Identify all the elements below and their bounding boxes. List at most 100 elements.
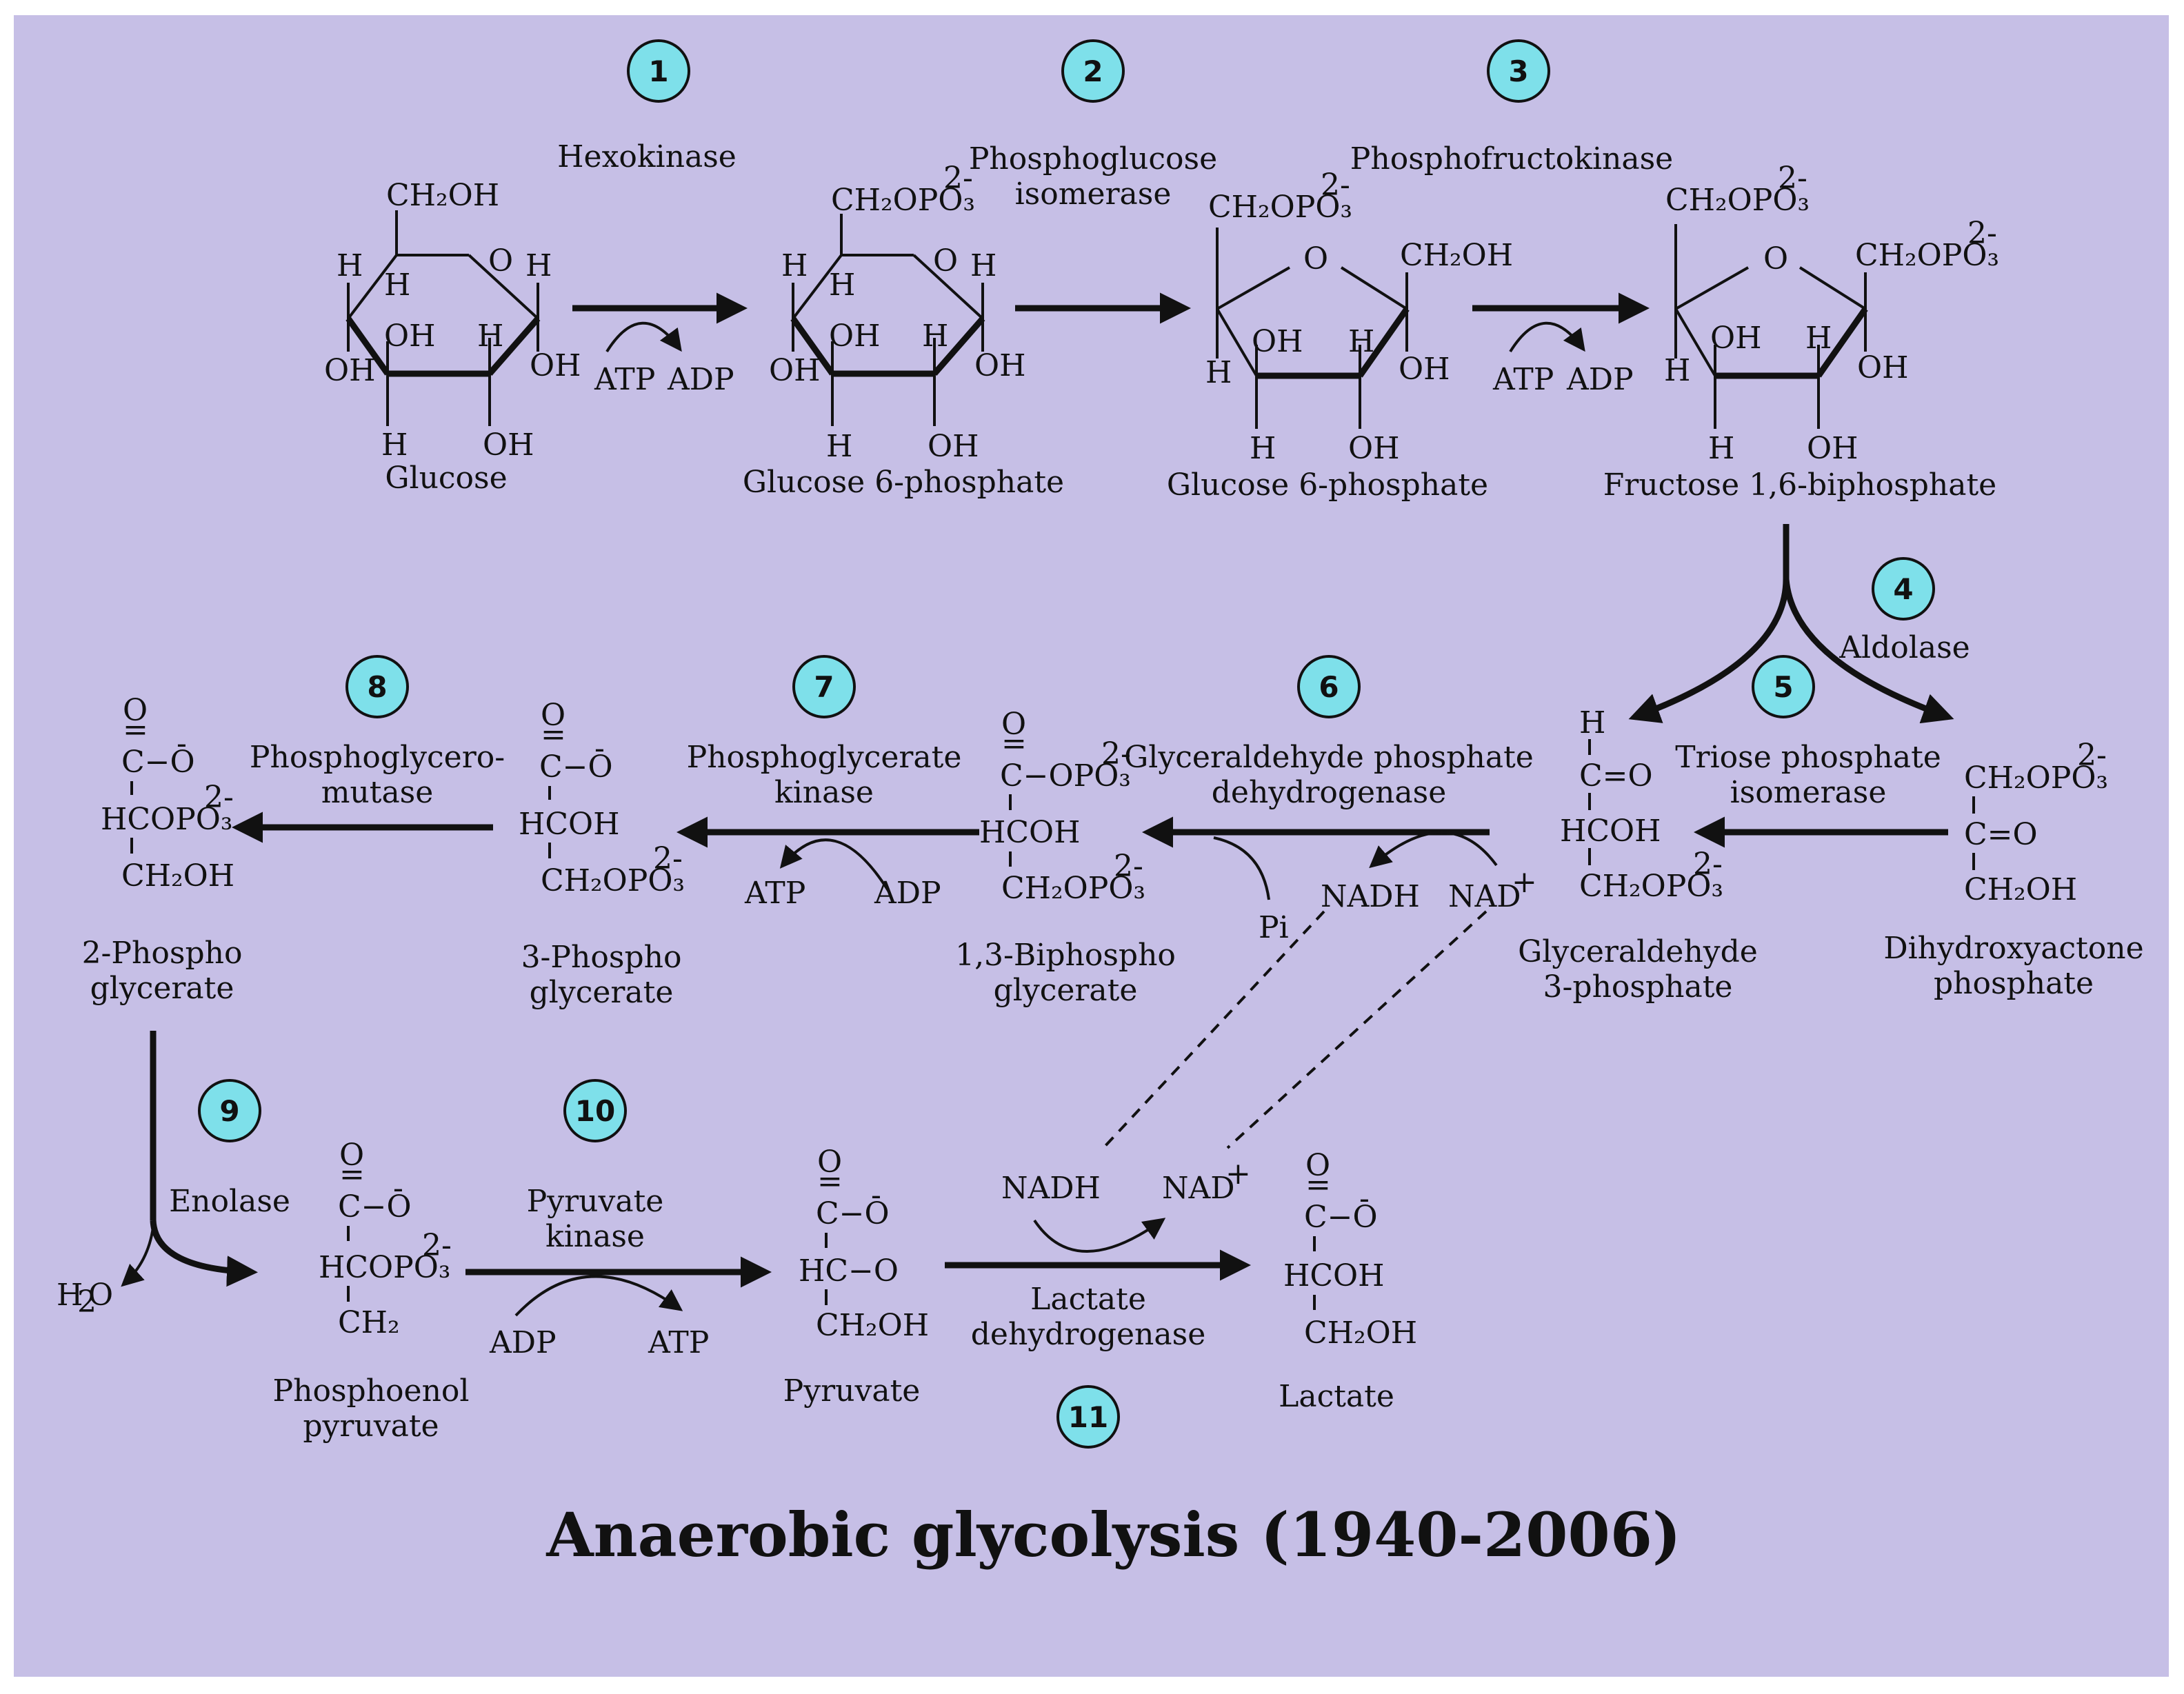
step-6-marker: 6 bbox=[1297, 655, 1361, 718]
cofactor-water-h: H bbox=[57, 1278, 83, 1313]
bpg-c-opo3: C−OPO₃ bbox=[1000, 758, 1131, 794]
dhap-ch2oh: CH₂OH bbox=[1964, 872, 2077, 907]
step-11-marker: 11 bbox=[1056, 1385, 1120, 1449]
dashed-nadh-link bbox=[1102, 910, 1325, 1149]
dhap-name-line2: phosphate bbox=[1934, 966, 2094, 1001]
step-2-number: 2 bbox=[1083, 54, 1103, 88]
f16bp-structure: CH₂OPO₃ 2- O CH₂OPO₃ 2- OH H H OH H OH F… bbox=[1603, 161, 1999, 503]
f16bp-ring-o: O bbox=[1763, 241, 1788, 276]
pyruvate-dbl: = bbox=[817, 1164, 843, 1199]
dhap-name-line1: Dihydroxyactone bbox=[1883, 931, 2143, 966]
g6p-ring-o: O bbox=[933, 243, 958, 279]
cofactor-nadh-11: NADH bbox=[1001, 1171, 1101, 1206]
g6pf-oh1: OH bbox=[1252, 324, 1303, 359]
g6pf-h1: H bbox=[1348, 324, 1374, 359]
g6pf-ch2opo3: CH₂OPO₃ bbox=[1208, 190, 1352, 225]
glucose-h4: H bbox=[477, 319, 503, 354]
step-9-number: 9 bbox=[219, 1094, 239, 1128]
pyruvate-c-o: C−O bbox=[816, 1196, 890, 1231]
step-3-number: 3 bbox=[1508, 54, 1528, 88]
step-7-number: 7 bbox=[814, 670, 834, 704]
lactate-charge: - bbox=[1359, 1181, 1370, 1216]
step-5-marker: 5 bbox=[1752, 655, 1815, 718]
middle-row-arrows: NADH NAD + Pi ATP ADP bbox=[232, 811, 1948, 945]
enzyme-phosphoglucose-isomerase-line1: Phosphoglucose bbox=[969, 141, 1217, 177]
glucose-oh3: OH bbox=[530, 348, 581, 383]
arrow-step-9 bbox=[150, 1220, 258, 1287]
pg3-dbl: = bbox=[541, 717, 566, 752]
enzyme-phosphoglycerate-kinase-line1: Phosphoglycerate bbox=[687, 740, 962, 775]
g6p-h5: H bbox=[826, 429, 852, 464]
f16bp-h1: H bbox=[1805, 321, 1832, 356]
glucose-ch2oh: CH₂OH bbox=[386, 178, 499, 213]
lactate-o: O bbox=[1305, 1148, 1330, 1183]
cofactor-nad-plus-11: + bbox=[1225, 1156, 1251, 1191]
glucose-name: Glucose bbox=[385, 461, 507, 496]
pg2-ch2oh: CH₂OH bbox=[121, 858, 234, 894]
gap-hcoh: HCOH bbox=[1560, 814, 1661, 849]
bpg13-structure: O = C−OPO₃ 2- HCOH CH₂OPO₃ 2- 1,3-Biphos… bbox=[955, 707, 1176, 1008]
pg2-name-line1: 2-Phospho bbox=[82, 936, 243, 971]
lactate-c-o: C−O bbox=[1304, 1200, 1378, 1235]
pg2-o: O bbox=[123, 693, 148, 728]
enzyme-triose-phosphate-isomerase-line2: isomerase bbox=[1730, 775, 1887, 810]
arrow-to-gap bbox=[1628, 578, 1790, 723]
f16bp-charge-a: 2- bbox=[1778, 161, 1807, 196]
cofactor-nad-plus-6: + bbox=[1512, 865, 1537, 900]
pep-name-line2: pyruvate bbox=[303, 1409, 439, 1444]
bpg13-name-line1: 1,3-Biphospho bbox=[955, 938, 1176, 973]
bpg-ch2opo3: CH₂OPO₃ bbox=[1001, 871, 1145, 906]
enzyme-phosphoglycerate-kinase-line2: kinase bbox=[774, 775, 874, 810]
enzyme-pyruvate-kinase-line1: Pyruvate bbox=[527, 1184, 664, 1219]
f16bp-charge-b: 2- bbox=[1967, 216, 1997, 251]
glucose-h1: H bbox=[337, 248, 363, 283]
enzyme-triose-phosphate-isomerase-line1: Triose phosphate bbox=[1675, 740, 1941, 775]
cofactor-nad-11: NAD bbox=[1162, 1171, 1235, 1206]
cofactor-adp-10: ADP bbox=[489, 1325, 557, 1360]
g6p-charge: 2- bbox=[943, 161, 973, 196]
f16bp-h2: H bbox=[1664, 353, 1690, 388]
f16bp-oh2: OH bbox=[1857, 350, 1908, 385]
bpg-charge-a: 2- bbox=[1101, 736, 1131, 772]
dhap-charge: 2- bbox=[2077, 738, 2107, 773]
step-1-marker: 1 bbox=[627, 39, 690, 103]
enolase-arrows: H 2 O bbox=[57, 1031, 258, 1320]
enzyme-phosphoglyceromutase-line1: Phosphoglycero- bbox=[250, 740, 505, 775]
step-markers: 1 2 3 4 5 6 7 8 9 10 11 bbox=[198, 39, 1935, 1449]
g6p-h3: H bbox=[970, 248, 996, 283]
g6p-furanose-structure: CH₂OPO₃ 2- O CH₂OH OH H H OH H OH Glucos… bbox=[1167, 168, 1513, 503]
pg3-c-o: C−O bbox=[539, 749, 613, 785]
pep-c-o: C−O bbox=[338, 1189, 412, 1224]
gap-c-eq-o: C=O bbox=[1579, 758, 1653, 794]
g6pf-ch2oh: CH₂OH bbox=[1400, 238, 1513, 273]
glucose-h3: H bbox=[525, 248, 552, 283]
bpg-hcoh: HCOH bbox=[979, 815, 1080, 850]
glucose-oh2: OH bbox=[324, 353, 375, 388]
pg2-c-o: C−O bbox=[121, 745, 195, 780]
pg2-structure: O = C−O - HCOPO₃ 2- CH₂OH 2-Phospho glyc… bbox=[82, 693, 243, 1006]
g6p-pyranose-structure: CH₂OPO₃ 2- O H H H OH H OH OH H OH Gluco… bbox=[743, 161, 1064, 500]
f16bp-ch2opo3-b: CH₂OPO₃ bbox=[1855, 238, 1999, 273]
pep-dbl: = bbox=[339, 1157, 365, 1192]
step-1-number: 1 bbox=[648, 54, 668, 88]
pep-structure: O = C−O - HCOPO₃ 2- CH₂ Phosphoenol pyru… bbox=[273, 1138, 470, 1444]
g6pf-charge: 2- bbox=[1321, 168, 1350, 203]
g6pf-ring-o: O bbox=[1303, 241, 1328, 276]
step-11-number: 11 bbox=[1068, 1400, 1108, 1434]
cofactor-water-sub: 2 bbox=[77, 1284, 97, 1320]
enzyme-hexokinase: Hexokinase bbox=[557, 139, 737, 174]
pg2-charge-a: - bbox=[177, 726, 187, 761]
pyruvate-hc-o: HC−O bbox=[799, 1253, 899, 1289]
f16bp-name: Fructose 1,6-biphosphate bbox=[1603, 467, 1996, 503]
step-4-number: 4 bbox=[1893, 572, 1913, 606]
pg2-hcopo3: HCOPO₃ bbox=[101, 802, 232, 837]
pg3-o: O bbox=[541, 698, 565, 733]
cofactor-atp-1: ATP bbox=[594, 362, 655, 397]
pg3-name-line1: 3-Phospho bbox=[521, 940, 682, 975]
gap-ch2opo3: CH₂OPO₃ bbox=[1579, 869, 1723, 904]
pg3-ch2opo3: CH₂OPO₃ bbox=[541, 863, 685, 898]
lactate-ch2oh: CH₂OH bbox=[1304, 1315, 1417, 1351]
glucose-h5: H bbox=[381, 427, 408, 463]
g6p-oh3: OH bbox=[974, 348, 1025, 383]
